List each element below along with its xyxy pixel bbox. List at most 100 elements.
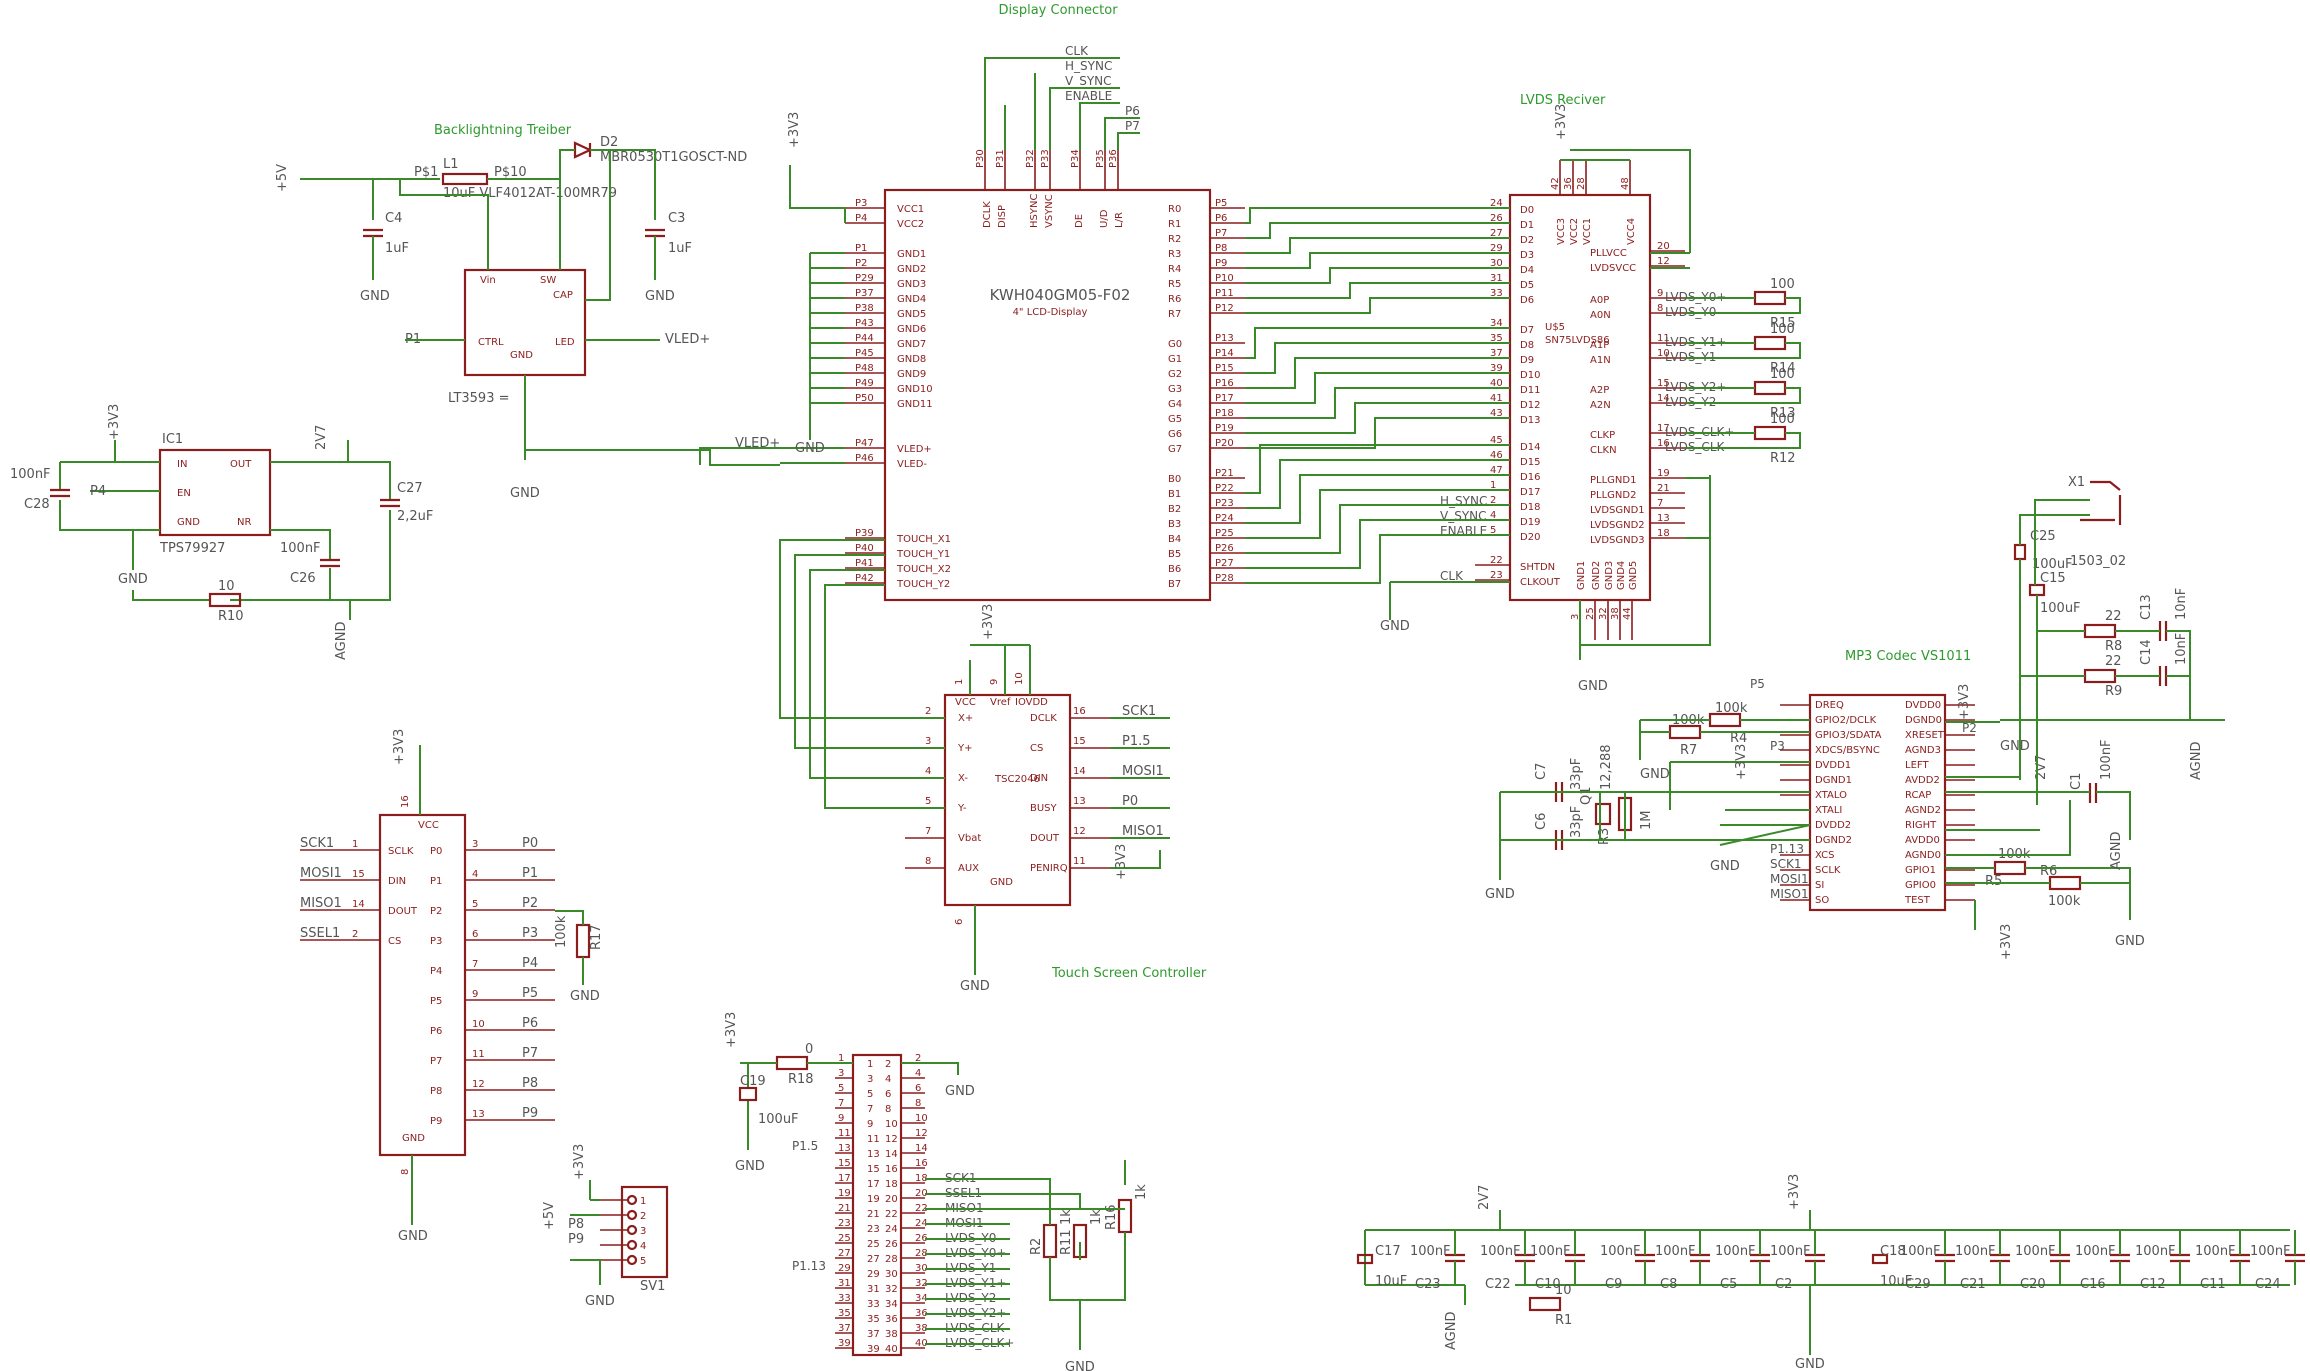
display-right-pin-func: B3 — [1168, 519, 1181, 530]
tsc-right-pin-func: DCLK — [1030, 713, 1057, 724]
port-right-pin-func: P0 — [430, 846, 442, 857]
jack-x1 — [2080, 480, 2122, 525]
lvds-bottom-pin-func: GND4 — [1616, 561, 1627, 590]
vs1011-left-pin-func: DVDD2 — [1815, 820, 1851, 831]
header-right-pin-num: 36 — [915, 1308, 928, 1319]
lvds-right-pin-func: PLLGND1 — [1590, 475, 1636, 486]
lvds-left-pin-num: 23 — [1490, 570, 1503, 581]
header-pin-odd: 35 — [867, 1314, 880, 1325]
port-left-net: MISO1 — [300, 896, 342, 911]
ic1-name: IC1 — [162, 432, 183, 447]
header-pin-odd: 11 — [867, 1134, 880, 1145]
tsc-top-pin-func: VCC — [955, 697, 976, 708]
header-resistor-name: R11 — [1059, 1229, 1074, 1255]
r4-name: R4 — [1730, 731, 1747, 746]
lvds-gnd-bottom: GND — [1578, 679, 1608, 694]
port-expander: VCC GND 1SCLKSCK115DINMOSI114DOUTMISO12C… — [300, 729, 604, 1244]
c13-value: 10nF — [2174, 588, 2189, 620]
display-left-pin-func: GND8 — [897, 354, 926, 365]
ic1-pin-gnd: GND — [177, 517, 200, 528]
r8-value: 22 — [2105, 609, 2122, 624]
tsc-gnd-pin: 6 — [954, 919, 965, 925]
mp3-gnd-r7: GND — [1640, 767, 1670, 782]
r6-name: R6 — [2040, 864, 2057, 879]
display-right-pin-func: G4 — [1168, 399, 1182, 410]
display-body — [883, 188, 1212, 602]
r7-name: R7 — [1680, 743, 1697, 758]
display-left-pin-func: GND3 — [897, 279, 926, 290]
display-top-pin-num: P30 — [975, 149, 986, 168]
display-top-net: H_SYNC — [1065, 59, 1112, 73]
header-gnd-left: GND — [735, 1159, 765, 1174]
lvds-term-resistor — [1753, 335, 1787, 351]
decoupling-cap-value: 100nF — [1410, 1244, 1451, 1259]
lvds-bottom-pin-num: 3 — [1570, 614, 1581, 620]
lvds-right-pin-func: A1N — [1590, 355, 1611, 366]
header-left-pin-num: 29 — [838, 1263, 851, 1274]
header-pin-even: 6 — [885, 1089, 891, 1100]
display-left-pin-num: P46 — [855, 453, 874, 464]
display-right-pins: R0P5R1P6R2P7R3P8R4P9R5P10R6P11R7P12G0P13… — [1168, 198, 1245, 590]
vs1011-right-pin-func: AVDD0 — [1905, 835, 1940, 846]
vs1011-right-pin-func: AGND0 — [1905, 850, 1941, 861]
header-left-pin-num: 35 — [838, 1308, 851, 1319]
tsc-right-net: P0 — [1122, 794, 1138, 809]
display-left-pin-num: P4 — [855, 213, 867, 224]
header-pin-even: 38 — [885, 1329, 898, 1340]
vs1011-left-pin-func: DGND1 — [1815, 775, 1852, 786]
res-r9 — [2083, 668, 2117, 684]
port-gnd-pin: 8 — [400, 1169, 411, 1175]
header-pin-odd: 27 — [867, 1254, 880, 1265]
header-pin-even: 18 — [885, 1179, 898, 1190]
d2-value: MBR0530T1GOSCT-ND — [600, 150, 747, 165]
decap-gnd: GND — [1795, 1357, 1825, 1371]
lvds-right-pin-func: CLKP — [1590, 430, 1615, 441]
lvds-term-resistor — [1753, 290, 1787, 306]
header-pin-even: 8 — [885, 1104, 891, 1115]
header-pin-odd: 23 — [867, 1224, 880, 1235]
lvds-gnd-label: GND — [1380, 619, 1410, 634]
display-right-pin-func: G7 — [1168, 444, 1182, 455]
lvds-left-pins: D024D126D227D329D430D531D633D734D835D937… — [1475, 198, 1561, 588]
tsc-right-net: P1.5 — [1122, 734, 1151, 749]
decoupling-cap-value: 100nF — [2015, 1244, 2056, 1259]
tsc-left-pin-func: X- — [958, 773, 968, 784]
c27-name: C27 — [397, 481, 423, 496]
lvds-right-pin-func: A0N — [1590, 310, 1611, 321]
display-left-pin-func: TOUCH_X2 — [896, 564, 951, 575]
lvds-part-name: U$5 — [1545, 322, 1565, 333]
section-title-mp3: MP3 Codec VS1011 — [1845, 649, 1971, 664]
d2-name: D2 — [600, 135, 618, 150]
lvds-left-pin-num: 33 — [1490, 288, 1503, 299]
header-pin-odd: 21 — [867, 1209, 880, 1220]
port-right-pin-func: P2 — [430, 906, 442, 917]
sv1-gnd: GND — [585, 1294, 615, 1309]
tsc-left-pin-func: Y+ — [957, 743, 973, 754]
decoupling-cap-value: 100nF — [1770, 1244, 1811, 1259]
lvds-right-pin-num: 12 — [1657, 256, 1670, 267]
port-gnd: GND — [402, 1133, 425, 1144]
decoupling-cap-value: 100nF — [2075, 1244, 2116, 1259]
header-pin-even: 10 — [885, 1119, 898, 1130]
decoupling-cap-value: 100nF — [1480, 1244, 1521, 1259]
q1-name: Q1 — [1579, 786, 1594, 805]
header-pin-even: 4 — [885, 1074, 891, 1085]
decoupling-bank: C17 10uF C18 10uF 10 R1 100nFC23100nFC22… — [1356, 1174, 2305, 1371]
tsc-right-pin-num: 11 — [1073, 856, 1086, 867]
vs1011-right-pin-func: AGND2 — [1905, 805, 1941, 816]
tsc-right-pin-num: 16 — [1073, 706, 1086, 717]
sv1-net-p8: P8 — [568, 1217, 584, 1232]
l1-name: L1 — [443, 157, 459, 172]
display-left-pin-num: P39 — [855, 528, 874, 539]
header-right-pin-num: 40 — [915, 1338, 928, 1349]
display-left-pin-func: VCC2 — [897, 219, 924, 230]
lt3593-pin-cap: CAP — [553, 290, 573, 301]
header-right-pin-num: 32 — [915, 1278, 928, 1289]
port-right-net: P5 — [522, 986, 538, 1001]
header-pin-odd: 1 — [867, 1059, 873, 1070]
vs1011-left-pin-func: XDCS/BSYNC — [1815, 745, 1880, 756]
display-v33-label: +3V3 — [787, 112, 802, 148]
